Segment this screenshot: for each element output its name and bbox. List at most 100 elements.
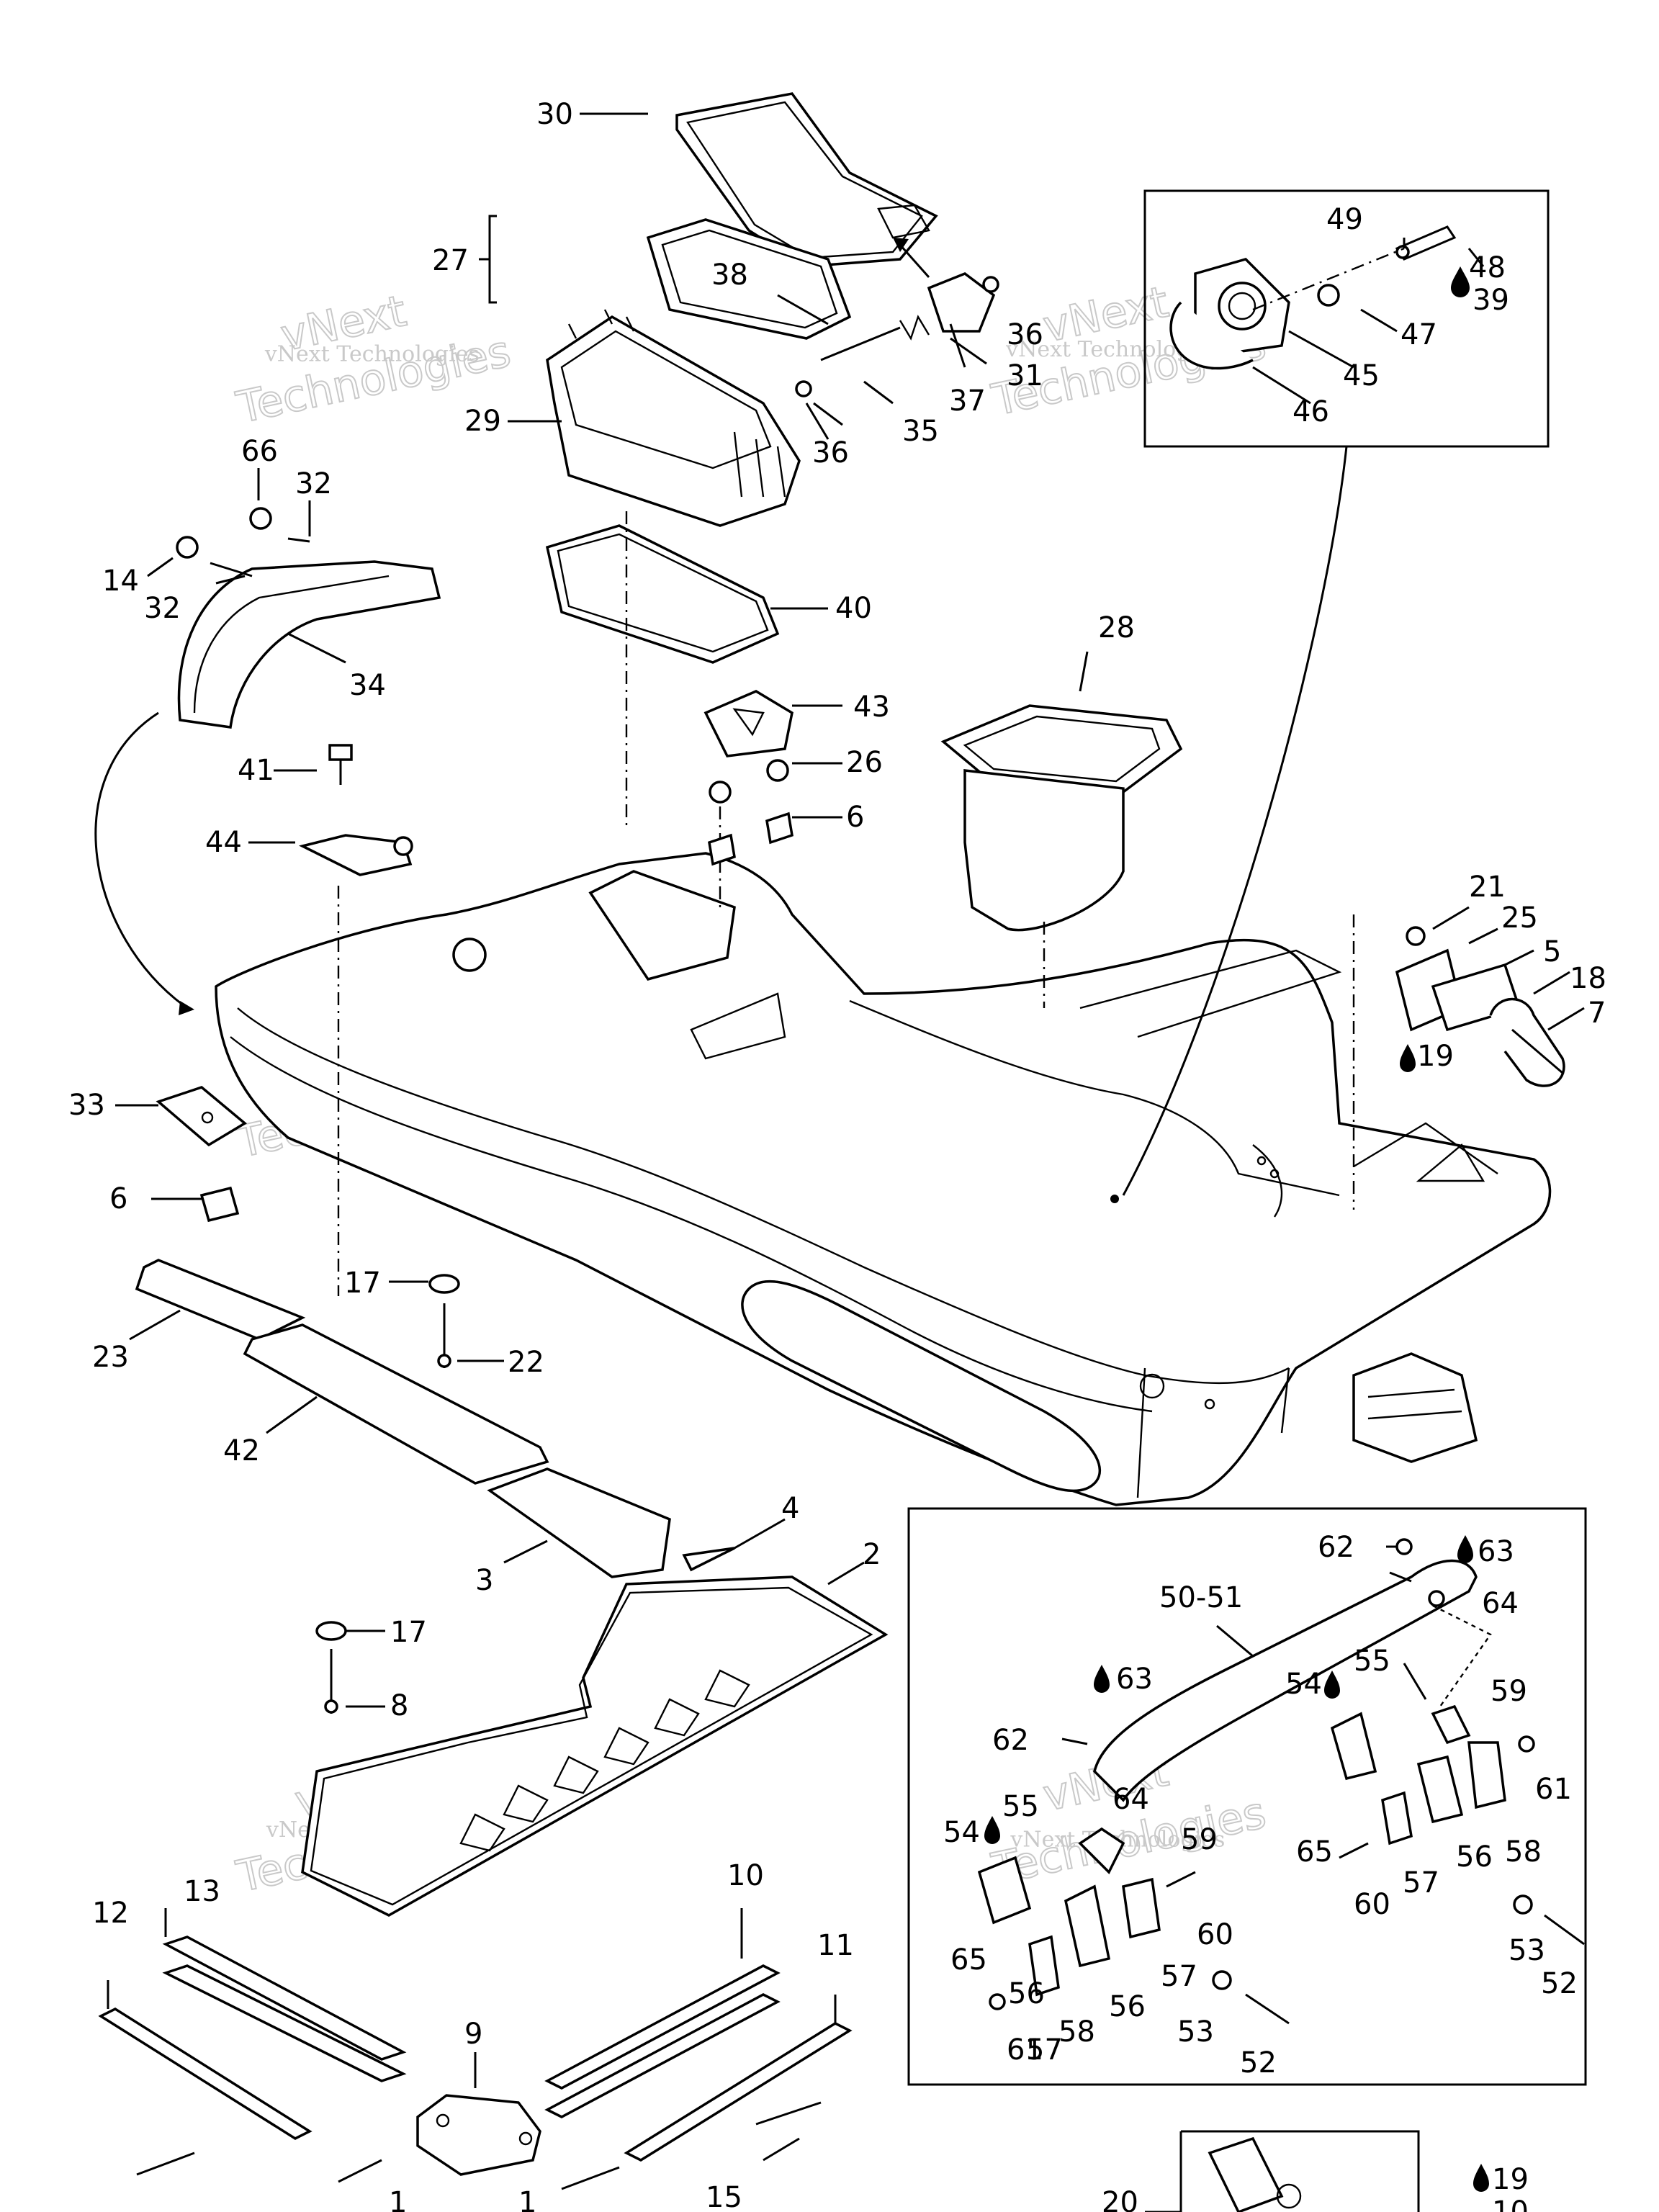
rail-12 bbox=[98, 2007, 313, 2141]
callout: 63 bbox=[1116, 1663, 1153, 1696]
callout: 33 bbox=[68, 1089, 105, 1122]
fitting-20 bbox=[1208, 2136, 1302, 2212]
pad-42 bbox=[243, 1323, 549, 1485]
callout: 20 bbox=[1102, 2186, 1138, 2212]
callout: 48 bbox=[1469, 251, 1506, 284]
callout: 32 bbox=[295, 467, 332, 500]
callout: 37 bbox=[949, 385, 986, 418]
callout: 13 bbox=[184, 1875, 220, 1908]
callout: 43 bbox=[853, 691, 890, 724]
callout: 3 bbox=[475, 1564, 493, 1597]
pin-17a bbox=[428, 1274, 460, 1368]
callout: 6 bbox=[846, 801, 864, 834]
callout: 39 bbox=[1473, 284, 1509, 317]
callout: 61 bbox=[1007, 2033, 1043, 2067]
pad-3 bbox=[487, 1467, 671, 1578]
rail-10 bbox=[544, 1964, 781, 2118]
callout: 15 bbox=[706, 2181, 742, 2212]
leader-lines bbox=[107, 112, 1585, 2212]
callout: 11 bbox=[817, 1929, 854, 1962]
callout: 12 bbox=[92, 1897, 129, 1930]
callout: 57 bbox=[1026, 2033, 1063, 2067]
callout: 52 bbox=[1541, 1967, 1578, 2000]
callout: 57 bbox=[1403, 1866, 1439, 1899]
callout: 55 bbox=[1354, 1645, 1390, 1678]
callout: 40 bbox=[835, 592, 872, 625]
mat-2 bbox=[301, 1575, 889, 1917]
callout: 26 bbox=[846, 746, 883, 779]
hull bbox=[215, 852, 1552, 1506]
callout: 44 bbox=[205, 826, 242, 859]
callout: 17 bbox=[344, 1267, 381, 1300]
storage-tub-29 bbox=[546, 309, 801, 527]
callout: 59 bbox=[1491, 1675, 1527, 1708]
callout: 10 bbox=[727, 1859, 764, 1892]
callout: 5 bbox=[1543, 935, 1561, 968]
bracket-25 bbox=[1352, 914, 1565, 1210]
hinge-44 bbox=[298, 834, 413, 876]
rivets-1 bbox=[136, 2101, 822, 2190]
callout: 57 bbox=[1161, 1960, 1197, 1993]
pad-23 bbox=[135, 1259, 306, 1341]
latch-31 bbox=[795, 238, 999, 397]
callout: 56 bbox=[1008, 1977, 1045, 2010]
pad-4 bbox=[682, 1547, 735, 1572]
callout: 36 bbox=[812, 436, 849, 469]
callout: 49 bbox=[1326, 203, 1363, 236]
pin-17b bbox=[315, 1621, 347, 1714]
callout: 54 bbox=[1285, 1668, 1322, 1701]
gasket-40 bbox=[545, 524, 780, 664]
callout: 29 bbox=[464, 405, 501, 438]
callout: 30 bbox=[536, 98, 573, 131]
callout: 36 bbox=[1007, 318, 1043, 351]
callout: 47 bbox=[1401, 318, 1437, 351]
callout: 1 bbox=[518, 2186, 536, 2212]
callout: 62 bbox=[1318, 1531, 1354, 1564]
callout: 22 bbox=[508, 1346, 544, 1379]
callout: 4 bbox=[781, 1492, 799, 1525]
storage-bin-28 bbox=[940, 704, 1183, 932]
callout: 65 bbox=[950, 1943, 987, 1977]
callout: 10 bbox=[1492, 2195, 1529, 2212]
plate-43 bbox=[703, 690, 793, 866]
callout: 38 bbox=[711, 258, 748, 292]
handle-34 bbox=[176, 507, 441, 729]
callout: 19 bbox=[1417, 1040, 1454, 1073]
callout: 19 bbox=[1492, 2163, 1529, 2196]
callout: 25 bbox=[1501, 902, 1538, 935]
fitting-45 bbox=[1169, 225, 1457, 370]
svg-text:vNext Technologies: vNext Technologies bbox=[264, 341, 480, 367]
callout: 2 bbox=[863, 1538, 881, 1571]
callout: 56 bbox=[1456, 1840, 1493, 1874]
callout: 28 bbox=[1098, 611, 1135, 644]
callout: 31 bbox=[1007, 359, 1043, 392]
grab-handle-50-51 bbox=[977, 1538, 1585, 2025]
callout: 53 bbox=[1509, 1934, 1545, 1967]
callout: 23 bbox=[92, 1341, 129, 1374]
rail-13 bbox=[162, 1936, 407, 2082]
detail-box-lower bbox=[907, 1507, 1587, 2086]
callout: 18 bbox=[1570, 962, 1606, 995]
callout: 27 bbox=[432, 244, 469, 277]
callout: 41 bbox=[238, 754, 274, 787]
callout: 59 bbox=[1181, 1823, 1218, 1856]
callout: 53 bbox=[1177, 2015, 1214, 2049]
callout: 64 bbox=[1482, 1587, 1519, 1620]
callout: 14 bbox=[102, 565, 139, 598]
callout: 8 bbox=[390, 1689, 408, 1722]
callout: 66 bbox=[241, 435, 278, 468]
callout: 52 bbox=[1240, 2046, 1277, 2080]
detail-box-bottom bbox=[1179, 2130, 1420, 2212]
callout: 61 bbox=[1535, 1773, 1572, 1806]
callout: 34 bbox=[349, 669, 386, 702]
callout: 6 bbox=[109, 1182, 127, 1215]
rail-11 bbox=[624, 2021, 853, 2162]
callout: 32 bbox=[144, 592, 181, 625]
callout: 21 bbox=[1469, 871, 1506, 904]
callout: 58 bbox=[1058, 2015, 1095, 2049]
leader-curve bbox=[1122, 446, 1348, 1196]
callout: 1 bbox=[389, 2186, 407, 2212]
callout: 50-51 bbox=[1159, 1581, 1243, 1614]
end-cap-9 bbox=[416, 2094, 541, 2176]
callout: 60 bbox=[1354, 1888, 1390, 1921]
